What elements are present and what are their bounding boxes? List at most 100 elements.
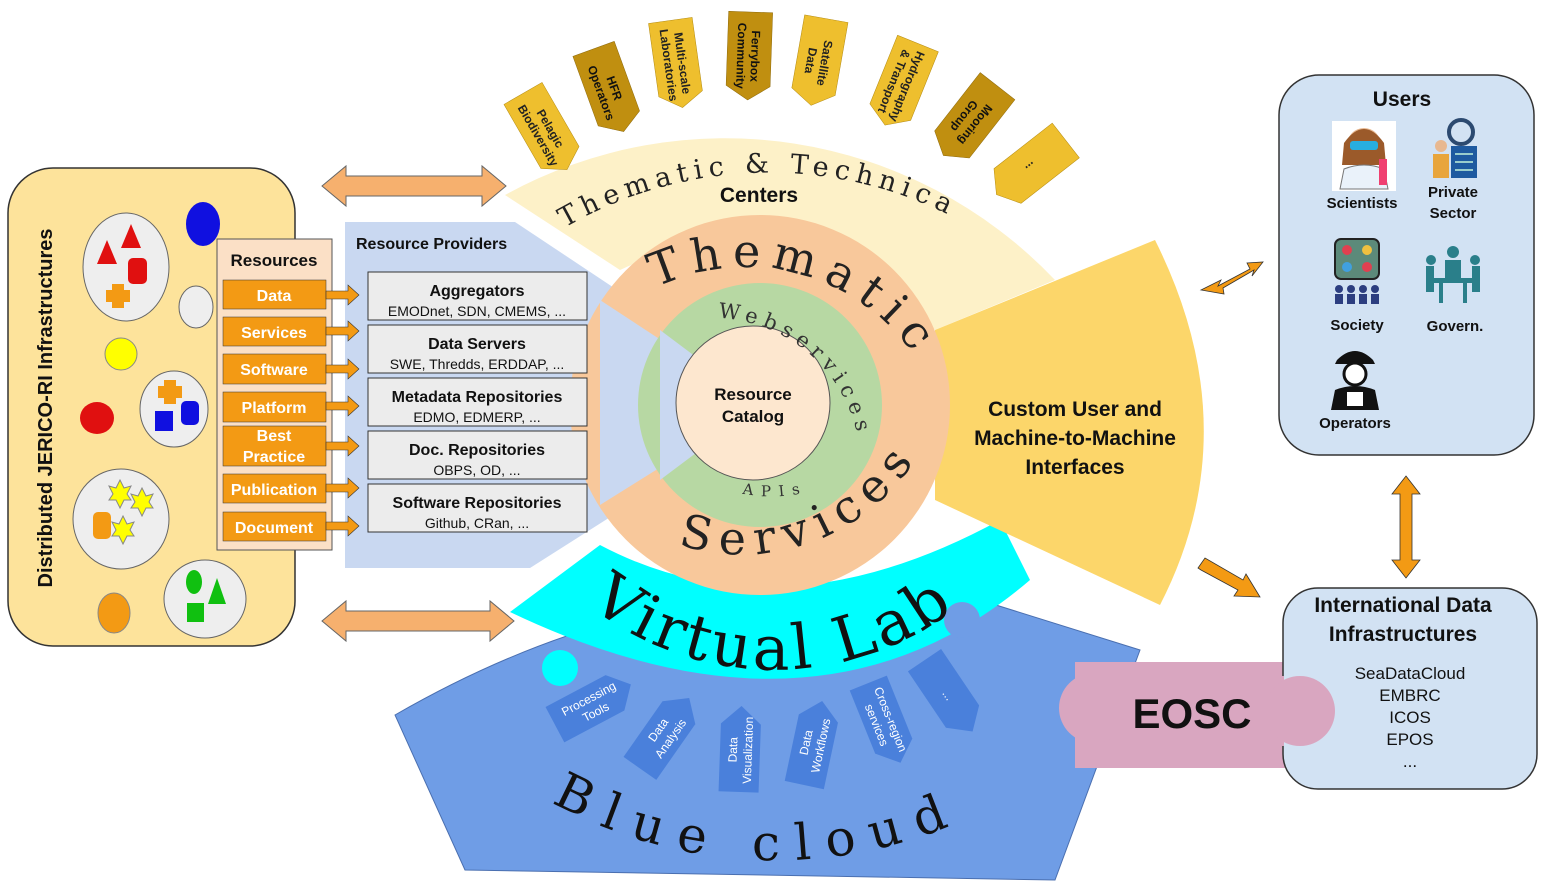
green-triangle-icon — [208, 578, 226, 604]
star-icon — [130, 486, 154, 518]
interfaces-text: Custom User and Machine-to-Machine Inter… — [974, 398, 1176, 479]
user-society: Society — [1330, 317, 1384, 334]
green-ellipse-icon — [186, 570, 202, 594]
square-icon — [155, 411, 173, 431]
tool-more[interactable]: ... — [907, 648, 989, 743]
resources-panel: Resources Data Services Software Platfor… — [216, 238, 360, 551]
idi-panel: International Data Infrastructures SeaDa… — [1265, 587, 1538, 790]
resource-catalog-line2: Catalog — [722, 407, 784, 426]
svg-text:Metadata Repositories: Metadata Repositories — [392, 389, 563, 406]
cross-icon — [158, 380, 182, 404]
resource-platform-button[interactable]: Platform — [222, 391, 327, 423]
svg-text:Aggregators: Aggregators — [429, 283, 524, 300]
idi-title-line1: International Data — [1314, 594, 1492, 617]
apis-label: APIs — [741, 478, 809, 500]
centers-subtitle: Centers — [720, 184, 798, 207]
society-icon — [1334, 238, 1380, 304]
svg-text:Software: Software — [240, 362, 308, 379]
svg-text:Services: Services — [241, 325, 307, 342]
triangle-icon — [121, 224, 141, 248]
cross-icon — [106, 284, 130, 308]
svg-text:Custom User and: Custom User and — [988, 398, 1162, 421]
idi-item: EPOS — [1386, 730, 1433, 749]
resource-services-button[interactable]: Services — [222, 316, 327, 347]
provider-doc-repositories[interactable]: Doc. Repositories OBPS, OD, ... — [367, 430, 588, 480]
svg-text:Visualization: Visualization — [740, 716, 756, 784]
svg-text:Data: Data — [797, 728, 816, 756]
interfaces-wedge — [935, 240, 1204, 605]
provider-software-repositories[interactable]: Software Repositories Github, CRan, ... — [367, 483, 588, 533]
tool-data-workflows[interactable]: Data Workflows — [784, 697, 842, 790]
center-tab-satellite-data[interactable]: Satellite Data — [789, 14, 849, 109]
svg-text:Best: Best — [257, 428, 292, 445]
resource-document-button[interactable]: Document — [222, 511, 327, 542]
jerico-title: Distributed JERICO-RI Infrastructures — [35, 229, 57, 588]
svg-text:SWE, Thredds, ERDDAP, ...: SWE, Thredds, ERDDAP, ... — [390, 356, 565, 372]
svg-text:Practice: Practice — [243, 449, 305, 466]
svg-text:Software Repositories: Software Repositories — [393, 495, 562, 512]
resource-catalog[interactable] — [675, 325, 831, 481]
svg-text:Data: Data — [802, 47, 820, 75]
svg-text:Interfaces: Interfaces — [1025, 456, 1124, 479]
orange-ellipse-icon — [97, 592, 131, 634]
double-arrow-users — [1199, 261, 1264, 295]
resource-arrows — [325, 284, 360, 537]
center-tab-hydrography-transport[interactable]: Hydrography & Transport — [865, 34, 939, 133]
resource-providers: Resource Providers Aggregators EMODnet, … — [356, 236, 588, 533]
provider-metadata-repositories[interactable]: Metadata Repositories EDMO, EDMERP, ... — [367, 377, 588, 427]
center-tab-pelagic-biodiversity[interactable]: Pelagic Biodiversity — [503, 82, 586, 180]
center-tab-multi-scale-laboratories[interactable]: Multi-scale Laboratories — [648, 17, 705, 110]
double-arrow-bottom — [321, 599, 515, 643]
provider-data-servers[interactable]: Data Servers SWE, Thredds, ERDDAP, ... — [367, 324, 588, 374]
blue-cloud-tools: Processing Tools Data Analysis Data Visu… — [545, 648, 989, 793]
puzzle-knob-left — [542, 650, 578, 686]
center-tab-hfr-operators[interactable]: HFR Operators — [572, 41, 644, 139]
center-tab-ferrybox-community[interactable]: Ferrybox Community — [725, 11, 773, 101]
resource-best-practice-button[interactable]: Best Practice — [222, 425, 327, 467]
scientist-icon — [1332, 121, 1396, 191]
triangle-icon — [97, 240, 117, 264]
center-tab-more[interactable]: ... — [983, 122, 1080, 212]
user-government: Govern. — [1427, 318, 1484, 335]
jerico-arrows — [321, 164, 515, 643]
grey-ellipse-icon — [178, 285, 214, 329]
operator-icon — [1331, 351, 1379, 410]
svg-text:EMODnet, SDN, CMEMS, ...: EMODnet, SDN, CMEMS, ... — [388, 303, 566, 319]
providers-title: Resource Providers — [356, 236, 507, 253]
svg-text:Platform: Platform — [242, 400, 307, 417]
svg-text:EDMO, EDMERP, ...: EDMO, EDMERP, ... — [413, 409, 540, 425]
cylinder-icon — [128, 258, 147, 284]
double-arrow-top — [321, 164, 507, 208]
svg-text:Data Servers: Data Servers — [428, 336, 526, 353]
virtual-lab-band — [510, 520, 1030, 686]
star-icon — [108, 478, 132, 510]
cylinder-icon — [181, 401, 199, 425]
resource-publication-button[interactable]: Publication — [222, 473, 327, 504]
idi-item: ... — [1403, 752, 1417, 771]
tool-data-visualization[interactable]: Data Visualization — [718, 705, 762, 793]
svg-text:Doc. Repositories: Doc. Repositories — [409, 442, 545, 459]
user-scientists: Scientists — [1327, 195, 1398, 212]
star-icon — [111, 514, 135, 546]
user-private-line2: Sector — [1430, 205, 1477, 222]
user-operators: Operators — [1319, 415, 1391, 432]
resource-software-button[interactable]: Software — [222, 353, 327, 385]
svg-text:Machine-to-Machine: Machine-to-Machine — [974, 427, 1176, 450]
yellow-circle-icon — [104, 337, 138, 371]
svg-text:Publication: Publication — [231, 482, 317, 499]
user-private-line1: Private — [1428, 184, 1478, 201]
resource-data-button[interactable]: Data — [222, 279, 327, 310]
svg-text:Data: Data — [726, 737, 741, 763]
users-title: Users — [1373, 88, 1431, 111]
center-tabs: Pelagic Biodiversity HFR Operators Multi… — [503, 11, 1080, 212]
users-arrows — [1197, 261, 1421, 598]
blue-ellipse-icon — [186, 202, 220, 246]
svg-text:Ferrybox: Ferrybox — [747, 30, 763, 82]
puzzle-knob-right — [944, 602, 980, 638]
provider-aggregators[interactable]: Aggregators EMODnet, SDN, CMEMS, ... — [367, 271, 588, 321]
center-tab-mooring-group[interactable]: Mooring Group — [926, 72, 1016, 169]
idi-title-line2: Infrastructures — [1329, 623, 1477, 646]
private-sector-icon — [1433, 118, 1477, 178]
eosc-label: EOSC — [1132, 690, 1251, 737]
